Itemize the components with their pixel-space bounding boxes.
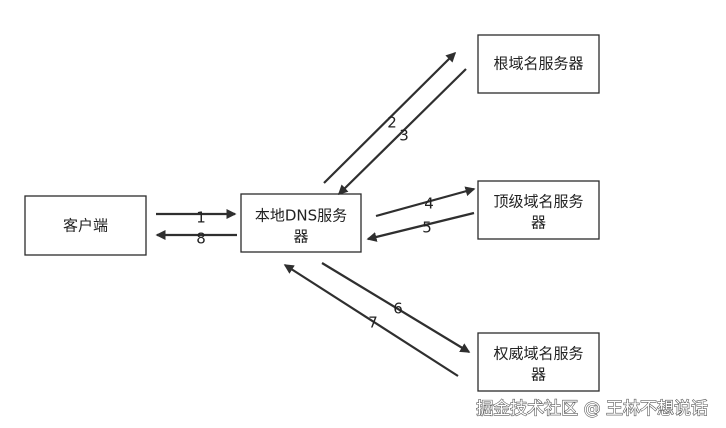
edge-1: 1 bbox=[156, 209, 237, 227]
tld-server-label-line2: 器 bbox=[531, 214, 546, 232]
root-server-box bbox=[477, 34, 600, 94]
root-server-label: 根域名服务器 bbox=[493, 55, 583, 73]
edge-6-arrow bbox=[321, 262, 471, 353]
edge-2-arrow bbox=[323, 51, 457, 184]
local-dns-label-line1: 本地DNS服务 bbox=[255, 207, 347, 225]
edge-5-arrow bbox=[366, 211, 475, 242]
edge-4-arrow bbox=[375, 186, 476, 218]
edge-2-label: 2 bbox=[387, 114, 397, 132]
root-server-node: 根域名服务器 bbox=[477, 34, 600, 94]
edge-3: 3 bbox=[337, 68, 467, 196]
edge-2: 2 bbox=[323, 51, 457, 184]
edge-6-label: 6 bbox=[393, 300, 403, 318]
client-label: 客户端 bbox=[63, 217, 108, 235]
local-dns-label-line2: 器 bbox=[293, 228, 308, 246]
edge-6: 6 bbox=[321, 262, 471, 353]
edge-4-label: 4 bbox=[424, 195, 434, 213]
tld-server-box bbox=[477, 180, 600, 240]
tld-server-label-line1: 顶级域名服务 bbox=[493, 193, 583, 211]
local-dns-node: 本地DNS服务 器 bbox=[240, 193, 362, 253]
authoritative-server-label-line1: 权威域名服务 bbox=[493, 345, 583, 363]
tld-server-node: 顶级域名服务 器 bbox=[477, 180, 600, 240]
edge-5: 5 bbox=[366, 211, 475, 242]
edge-7: 7 bbox=[283, 264, 459, 377]
authoritative-server-node: 权威域名服务 器 bbox=[477, 332, 600, 392]
edge-7-arrow bbox=[283, 264, 459, 377]
edge-8-label: 8 bbox=[196, 230, 206, 248]
edge-1-label: 1 bbox=[196, 209, 206, 227]
watermark-text: 掘金技术社区 @ 王林不想说话 bbox=[476, 399, 708, 419]
client-box bbox=[24, 195, 147, 256]
edge-3-arrow bbox=[337, 68, 467, 196]
edge-7-label: 7 bbox=[368, 314, 378, 332]
authoritative-server-box bbox=[477, 332, 600, 392]
authoritative-server-label-line2: 器 bbox=[531, 366, 546, 384]
edge-5-label: 5 bbox=[422, 219, 432, 237]
edge-4: 4 bbox=[375, 186, 476, 218]
client-node: 客户端 bbox=[24, 195, 147, 256]
edge-8: 8 bbox=[155, 230, 237, 248]
local-dns-box bbox=[240, 193, 362, 253]
edge-3-label: 3 bbox=[399, 127, 409, 145]
